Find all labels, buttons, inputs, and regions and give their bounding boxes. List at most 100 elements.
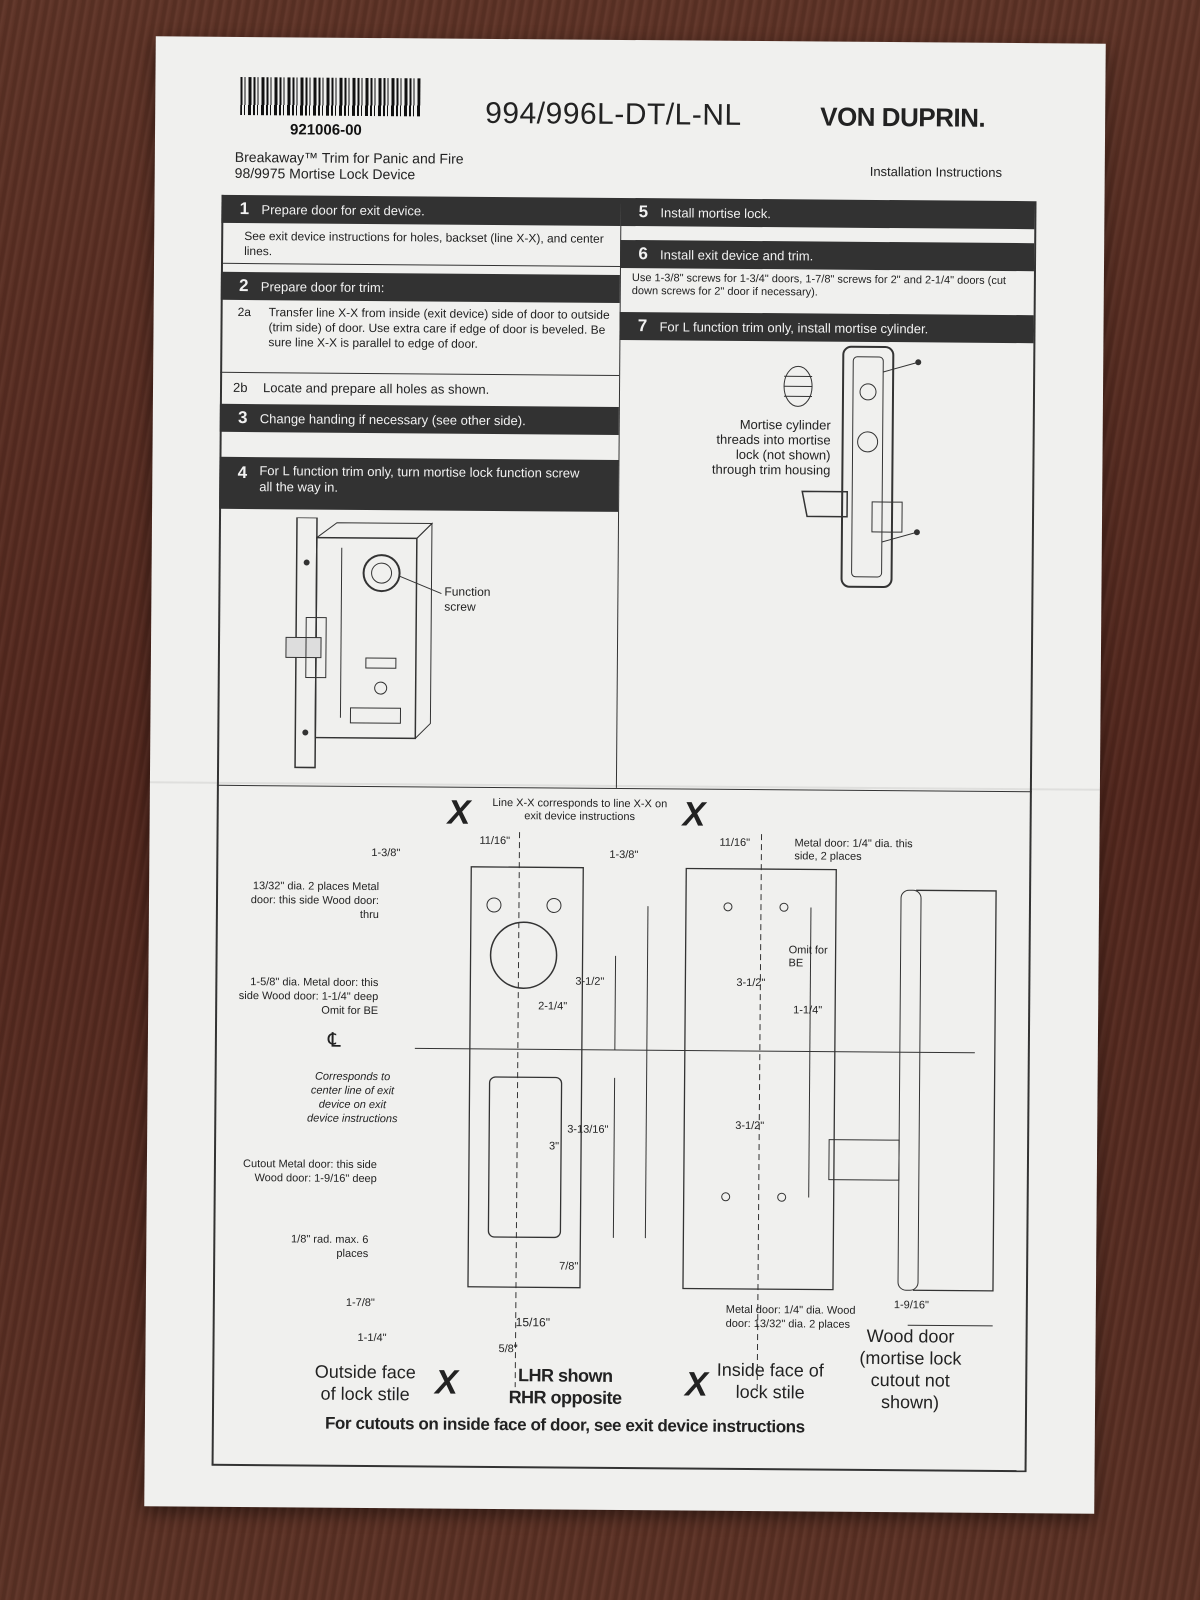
step-6-title: Install exit device and trim. [660,246,814,263]
hole-13-32-label: 13/32" dia. 2 places Metal door: this si… [250,880,380,922]
step-6-number: 6 [638,244,648,264]
part-number: 921006-00 [289,121,362,139]
hole-1-4-d [777,1192,787,1202]
line-x-left [514,832,521,1388]
step-5-title: Install mortise lock. [660,204,772,221]
barcode [240,76,421,117]
dim-1-1-4-label: 1-1/4" [357,1331,387,1345]
step-2-header: 2 Prepare door for trim: [220,271,620,303]
wood-door-edge [912,889,997,1292]
dim-3-1-2-left [646,906,649,1051]
hole-1-5-8-label: 1-5/8" dia. Metal door: this side Wood d… [238,976,379,1018]
dim-3-13-16-label: 3-13/16" [567,1123,609,1136]
subtitle-line-2: 98/9975 Mortise Lock Device [234,164,416,183]
step-6-body: Use 1-3/8" screws for 1-3/4" doors, 1-7/… [631,272,1007,299]
hole-1-4-b [779,902,789,912]
wood-door-label: Wood door (mortise lock cutout not shown… [859,1325,962,1413]
instruction-sheet: 921006-00 994/996L-DT/L-NL VON DUPRIN. B… [144,36,1106,1514]
step-5-header: 5 Install mortise lock. [620,197,1035,230]
trim-housing-illustration [783,345,922,589]
wood-door-trim [897,889,922,1291]
step-2b-number: 2b [232,379,248,396]
step-2-title: Prepare door for trim: [260,278,385,295]
dim-3-13-16 [644,1050,648,1239]
step-1-number: 1 [239,198,250,219]
step-1-body: See exit device instructions for holes, … [244,228,604,259]
radius-note: 1/8" rad. max. 6 places [291,1233,369,1260]
step-6-header: 6 Install exit device and trim. [619,239,1035,272]
outside-template-outline [467,866,584,1289]
function-screw-label: Function screw [444,584,491,614]
brand-logo: VON DUPRIN. [820,101,986,133]
dim-3-1-2-right-bottom [808,1051,811,1198]
x-mark-bottom-left: X [435,1363,459,1402]
mortise-lock-illustration [285,517,442,769]
step-2-number: 2 [239,275,249,296]
dim-5-8-label: 5/8" [498,1343,518,1356]
subtitle-line-1: Breakaway™ Trim for Panic and Fire [234,148,464,167]
step-7-title: For L function trim only, install mortis… [659,318,929,336]
dim-1-3-8-right: 1-3/8" [609,848,639,862]
product-subtitle: Breakaway™ Trim for Panic and Fire 98/99… [235,149,464,183]
dim-3-label: 3" [549,1140,560,1153]
omit-be-label: Omit for BE [788,944,828,970]
x-mark-top-right: X [682,795,706,834]
hole-13-32-b [546,897,562,913]
outside-face-label: Outside face of lock stile [314,1361,416,1405]
model-number: 994/996L-DT/L-NL [485,96,742,132]
dim-1-9-16-line [907,1324,993,1327]
metal-quarter-bottom-label: Metal door: 1/4" dia. Wood door: 13/32" … [725,1303,856,1331]
dim-11-16-right: 11/16" [719,836,751,849]
mortise-cylinder-label: Mortise cylinder threads into mortise lo… [711,416,831,478]
step-2a-text: Transfer line X-X from inside (exit devi… [268,305,610,351]
step-2a-number: 2a [237,304,252,320]
x-mark-top-left: X [447,793,471,832]
hole-13-32-a [486,897,502,913]
center-line [414,1047,975,1054]
footer-note: For cutouts on inside face of door, see … [324,1413,805,1437]
step-5-number: 5 [638,202,649,222]
cutout-outline [487,1076,563,1239]
line-xx-note: Line X-X corresponds to line X-X on exit… [492,796,668,824]
step-rule [221,262,620,267]
dim-15-16-label: 15/16" [515,1315,551,1330]
step-7-header: 7 For L function trim only, install mort… [619,311,1034,344]
dim-3-1-2-right-bottom-label: 3-1/2" [735,1119,765,1133]
wood-door-lever [828,1139,900,1181]
dim-1-1-4-side-label: 1-1/4" [793,1004,823,1017]
hole-1-4-c [721,1192,731,1202]
dim-2-1-4 [614,955,617,1050]
step-4-title: For L function trim only, turn mortise l… [259,463,580,495]
step-4-number: 4 [237,462,248,483]
centerline-symbol: ℄ [327,1029,341,1052]
step-3-number: 3 [237,407,248,428]
doc-type-label: Installation Instructions [869,163,1003,180]
centerline-note: Corresponds to center line of exit devic… [306,1070,398,1126]
step-2b-text: Locate and prepare all holes as shown. [262,380,490,397]
dim-7-8-label: 7/8" [559,1260,579,1273]
dim-3 [612,1077,616,1238]
hole-1-5-8 [489,921,558,989]
metal-quarter-top-label: Metal door: 1/4" dia. this side, 2 place… [794,837,913,863]
dim-3-1-2-left-label: 3-1/2" [575,975,605,988]
dim-1-7-8-label: 1-7/8" [345,1296,375,1310]
step-7-number: 7 [637,316,648,336]
step-4-header: 4 For L function trim only, turn mortise… [219,456,619,512]
dim-1-3-8-left: 1-3/8" [371,847,401,860]
hole-1-4-a [723,902,733,912]
drilling-template-diagram [414,832,997,1390]
dim-3-1-2-right-top [809,907,812,1052]
cutout-note: Cutout Metal door: this side Wood door: … [242,1158,377,1186]
dim-2-1-4-label: 2-1/4" [538,1000,568,1013]
step-1-title: Prepare door for exit device. [261,201,425,218]
dim-3-1-2-right-top-label: 3-1/2" [736,976,766,990]
step-3-title: Change handing if necessary (see other s… [259,410,526,428]
inside-face-label: Inside face of lock stile [716,1359,824,1403]
dim-1-9-16-label: 1-9/16" [893,1299,930,1312]
step-rule [220,371,620,376]
lhr-label: LHR shown RHR opposite [508,1365,622,1408]
line-x-right [756,834,763,1390]
step-3-header: 3 Change handing if necessary (see other… [219,403,619,435]
step-1-header: 1 Prepare door for exit device. [221,194,621,226]
dim-11-16-left: 11/16" [479,834,511,848]
